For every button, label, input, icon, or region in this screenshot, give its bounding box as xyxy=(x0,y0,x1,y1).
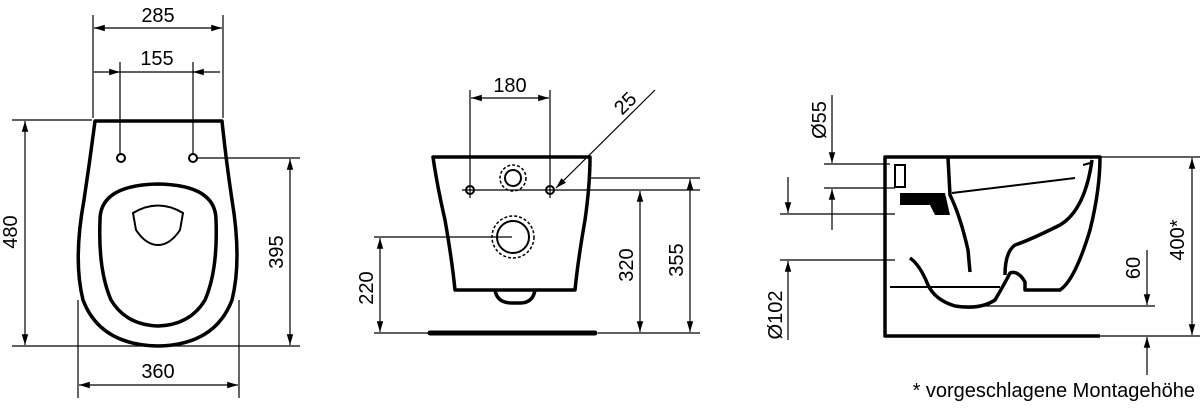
bowl-inner-curve xyxy=(1003,159,1094,276)
seat-outline xyxy=(76,119,239,348)
trap-inner xyxy=(946,157,972,273)
dim-180: 180 xyxy=(493,75,526,97)
dim-285: 285 xyxy=(141,5,174,27)
dim-400: 400* xyxy=(1167,219,1189,260)
dim-60: 60 xyxy=(1123,257,1145,279)
dim-diameter-102: Ø102 xyxy=(765,291,787,340)
dim-diameter-55: Ø55 xyxy=(809,101,831,139)
bowl-front-outline xyxy=(431,155,592,292)
inlet-block xyxy=(900,193,950,215)
hinge-hole-right xyxy=(188,153,198,163)
top-view: 285 155 480 395 360 xyxy=(0,5,300,398)
dim-220: 220 xyxy=(356,271,378,304)
dim-320: 320 xyxy=(616,248,638,281)
dim-25: 25 xyxy=(610,88,641,119)
bowl-opening xyxy=(131,204,185,247)
bowl-side-outline xyxy=(883,155,1102,338)
seat-inner-outline xyxy=(98,182,218,328)
dim-360: 360 xyxy=(141,361,174,383)
front-view: 180 25 220 320 355 xyxy=(356,75,700,336)
dim-395: 395 xyxy=(266,235,288,268)
footnote: * vorgeschlagene Montagehöhe xyxy=(913,380,1195,402)
dim-480: 480 xyxy=(0,215,22,248)
side-view: Ø55 Ø102 60 400* * vorgeschlagene Montag… xyxy=(765,95,1200,402)
hinge-hole-left xyxy=(116,153,126,163)
dim-355: 355 xyxy=(666,243,688,276)
outlet-foot xyxy=(493,289,537,305)
dim-155: 155 xyxy=(140,48,173,70)
